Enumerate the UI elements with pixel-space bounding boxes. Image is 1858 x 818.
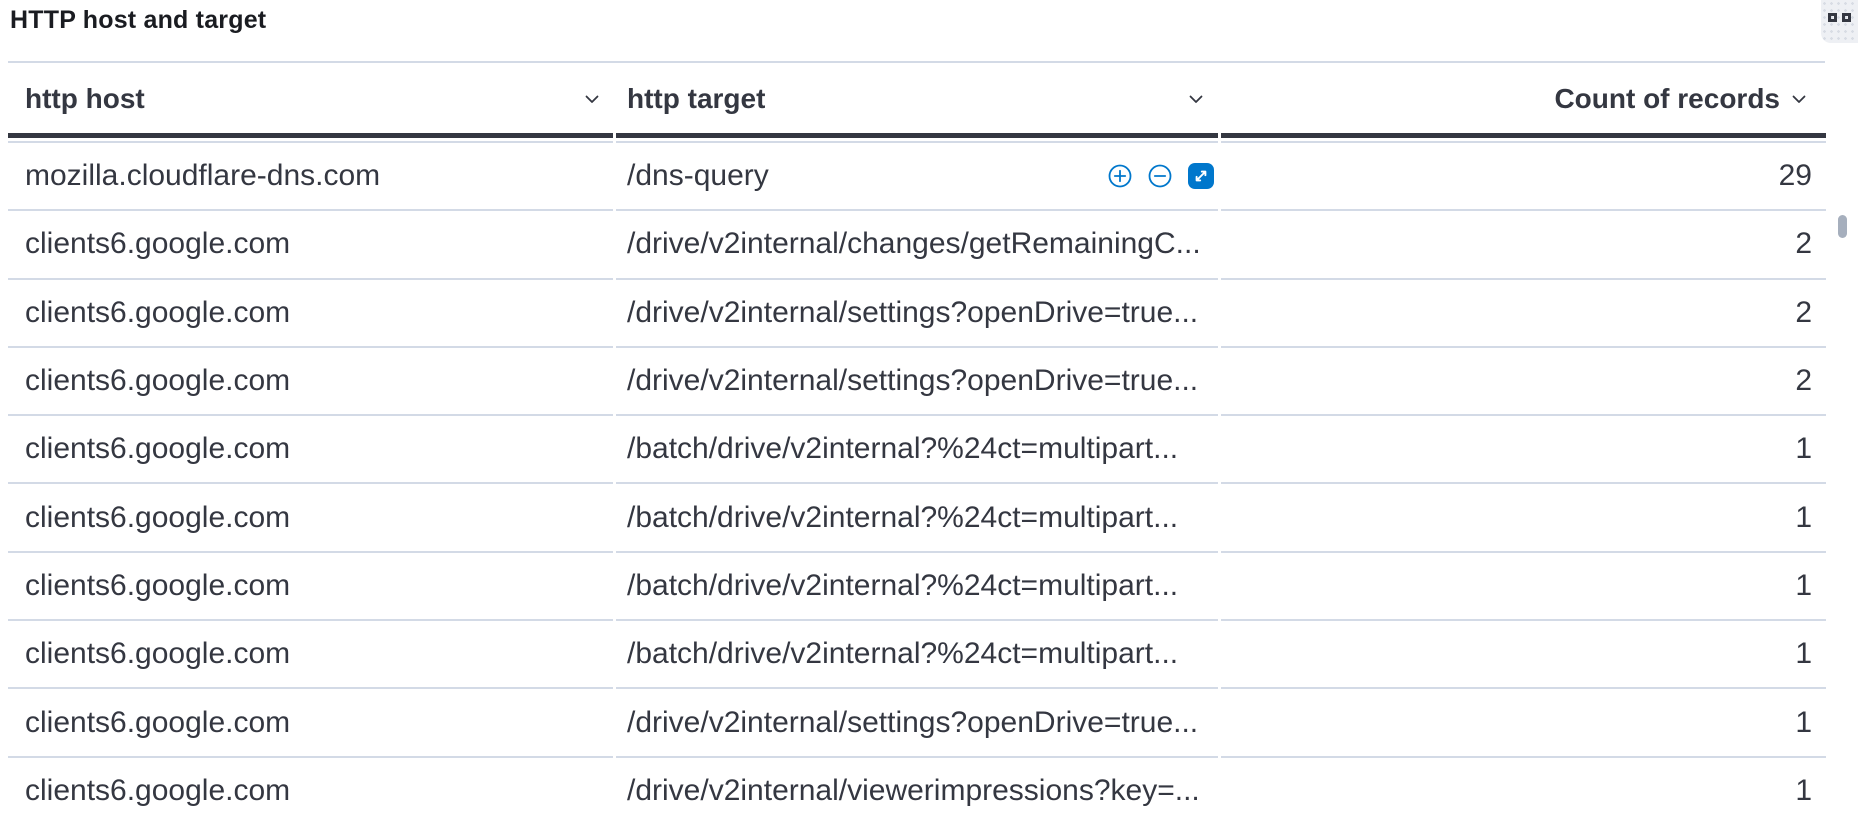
data-grid-header: http host http target Count of records <box>8 64 1826 138</box>
cell-http-target[interactable]: /drive/v2internal/settings?openDrive=tru… <box>616 687 1218 755</box>
cell-count[interactable]: 2 <box>1221 209 1826 277</box>
cell-http-host[interactable]: mozilla.cloudflare-dns.com <box>8 141 613 209</box>
cell-count[interactable]: 1 <box>1221 687 1826 755</box>
cell-http-host[interactable]: clients6.google.com <box>8 687 613 755</box>
cell-http-target[interactable]: /drive/v2internal/settings?openDrive=tru… <box>616 345 1218 414</box>
column-header-label: http host <box>25 82 145 114</box>
table-row: mozilla.cloudflare-dns.com /dns-query <box>8 141 1826 209</box>
cell-count[interactable]: 2 <box>1221 345 1826 414</box>
table-row: clients6.google.com /drive/v2internal/se… <box>8 345 1826 414</box>
cell-count[interactable]: 1 <box>1221 550 1826 619</box>
chevron-down-icon[interactable] <box>1185 88 1207 110</box>
cell-count[interactable]: 1 <box>1221 619 1826 687</box>
table-row: clients6.google.com /drive/v2internal/se… <box>8 277 1826 346</box>
cell-http-target[interactable]: /drive/v2internal/viewerimpressions?key=… <box>616 755 1218 818</box>
cell-http-host[interactable]: clients6.google.com <box>8 755 613 818</box>
table-row: clients6.google.com /drive/v2internal/se… <box>8 687 1826 755</box>
cell-http-target[interactable]: /batch/drive/v2internal?%24ct=multipart.… <box>616 619 1218 687</box>
cell-http-host[interactable]: clients6.google.com <box>8 345 613 414</box>
column-header-label: Count of records <box>1554 82 1780 114</box>
cell-http-host[interactable]: clients6.google.com <box>8 414 613 482</box>
expand-cell-icon[interactable] <box>1188 163 1214 190</box>
cell-value: /dns-query <box>627 159 769 193</box>
cell-http-host[interactable]: clients6.google.com <box>8 550 613 619</box>
cell-count[interactable]: 1 <box>1221 482 1826 550</box>
data-grid-body: mozilla.cloudflare-dns.com /dns-query <box>8 141 1826 818</box>
cell-http-target[interactable]: /batch/drive/v2internal?%24ct=multipart.… <box>616 550 1218 619</box>
data-grid: http host http target Count of records <box>8 64 1826 818</box>
cell-count[interactable]: 1 <box>1221 414 1826 482</box>
table-row: clients6.google.com /batch/drive/v2inter… <box>8 619 1826 687</box>
table-row: clients6.google.com /batch/drive/v2inter… <box>8 550 1826 619</box>
cell-http-host[interactable]: clients6.google.com <box>8 619 613 687</box>
cell-http-target[interactable]: /dns-query <box>616 141 1218 209</box>
cell-http-host[interactable]: clients6.google.com <box>8 209 613 277</box>
cell-http-target[interactable]: /batch/drive/v2internal?%24ct=multipart.… <box>616 414 1218 482</box>
chevron-down-icon[interactable] <box>1788 88 1810 110</box>
filter-out-icon[interactable] <box>1148 164 1172 188</box>
cell-count[interactable]: 29 <box>1221 141 1826 209</box>
column-header-count-of-records[interactable]: Count of records <box>1221 64 1826 138</box>
cell-count[interactable]: 1 <box>1221 755 1826 818</box>
column-header-http-target[interactable]: http target <box>616 64 1218 138</box>
chevron-down-icon[interactable] <box>581 88 603 110</box>
cell-http-target[interactable]: /batch/drive/v2internal?%24ct=multipart.… <box>616 482 1218 550</box>
cell-http-target[interactable]: /drive/v2internal/changes/getRemainingC.… <box>616 209 1218 277</box>
table-row: clients6.google.com /drive/v2internal/ch… <box>8 209 1826 277</box>
cell-count[interactable]: 2 <box>1221 277 1826 346</box>
cell-http-host[interactable]: clients6.google.com <box>8 277 613 346</box>
title-divider <box>8 61 1825 63</box>
panels-icon <box>1842 13 1851 22</box>
cell-hover-actions <box>1108 143 1214 209</box>
table-row: clients6.google.com /batch/drive/v2inter… <box>8 482 1826 550</box>
filter-for-icon[interactable] <box>1108 164 1132 188</box>
column-header-label: http target <box>627 82 766 114</box>
column-header-http-host[interactable]: http host <box>8 64 613 138</box>
table-row: clients6.google.com /drive/v2internal/vi… <box>8 755 1826 818</box>
panel-hover-handle[interactable] <box>1821 0 1858 43</box>
panel-title: HTTP host and target <box>10 6 267 34</box>
vertical-scrollbar-thumb[interactable] <box>1838 215 1847 238</box>
cell-http-host[interactable]: clients6.google.com <box>8 482 613 550</box>
panels-icon <box>1828 13 1837 22</box>
table-row: clients6.google.com /batch/drive/v2inter… <box>8 414 1826 482</box>
cell-http-target[interactable]: /drive/v2internal/settings?openDrive=tru… <box>616 277 1218 346</box>
